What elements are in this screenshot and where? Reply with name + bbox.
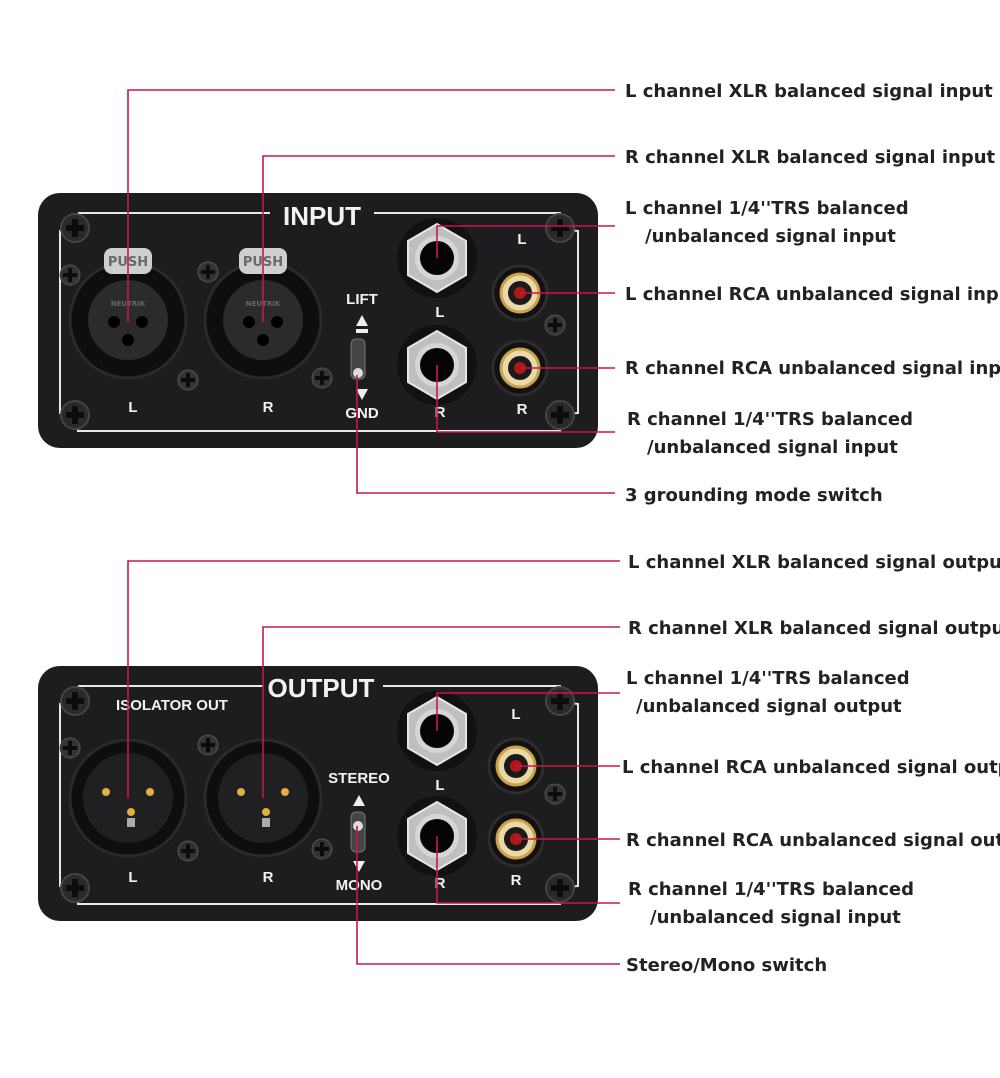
input-callout-lines xyxy=(127,89,615,494)
callout-label: Stereo/Mono switch xyxy=(626,955,827,976)
output-callout-lines xyxy=(127,560,620,965)
screw-icon xyxy=(60,213,90,243)
svg-text:R: R xyxy=(435,404,446,421)
svg-text:L: L xyxy=(511,706,520,723)
callout-label: R channel XLR balanced signal output xyxy=(628,618,1000,639)
callout-label: L channel XLR balanced signal input xyxy=(625,81,993,102)
input-panel: INPUT PUSH NEUTRIK PUSH NEUTRIK L R LIFT xyxy=(38,193,598,448)
screw-icon xyxy=(60,400,90,430)
callout-label: R channel RCA unbalanced signal input xyxy=(625,358,1000,379)
callout-label: 3 grounding mode switch xyxy=(625,485,883,506)
callout-label: L channel RCA unbalanced signal input xyxy=(625,284,1000,305)
svg-text:R: R xyxy=(511,872,522,889)
svg-text:R: R xyxy=(517,401,528,418)
stereo-mono-switch[interactable] xyxy=(350,811,366,853)
svg-text:L: L xyxy=(517,231,526,248)
input-callout-labels: L channel XLR balanced signal input R ch… xyxy=(625,81,1000,506)
svg-text:R: R xyxy=(263,399,274,416)
svg-text:L: L xyxy=(128,869,137,886)
svg-text:L: L xyxy=(435,304,444,321)
screw-icon xyxy=(545,213,575,243)
callout-label: /unbalanced signal input xyxy=(645,226,896,247)
panel-title: INPUT xyxy=(283,201,361,231)
svg-text:MONO: MONO xyxy=(336,877,383,894)
callout-label: /unbalanced signal input xyxy=(650,907,901,928)
svg-text:L: L xyxy=(128,399,137,416)
callout-label: R channel 1/4''TRS balanced xyxy=(627,409,913,430)
callout-label: R channel RCA unbalanced signal output xyxy=(626,830,1000,851)
svg-text:GND: GND xyxy=(345,405,379,422)
callout-label: L channel 1/4''TRS balanced xyxy=(625,198,909,219)
callout-label: R channel 1/4''TRS balanced xyxy=(628,879,914,900)
callout-label: R channel XLR balanced signal input xyxy=(625,147,996,168)
panel-subtitle: ISOLATOR OUT xyxy=(116,697,228,714)
output-panel: OUTPUT ISOLATOR OUT L R STEREO MONO L R xyxy=(38,666,598,921)
callout-label: L channel XLR balanced signal output xyxy=(628,552,1000,573)
ground-mode-switch[interactable] xyxy=(350,338,366,380)
svg-text:STEREO: STEREO xyxy=(328,770,390,787)
svg-text:L: L xyxy=(435,777,444,794)
callout-label: L channel 1/4''TRS balanced xyxy=(626,668,910,689)
callout-label: /unbalanced signal input xyxy=(647,437,898,458)
output-callout-labels: L channel XLR balanced signal output R c… xyxy=(622,552,1000,976)
callout-label: /unbalanced signal output xyxy=(636,696,902,717)
screw-icon xyxy=(545,400,575,430)
svg-text:LIFT: LIFT xyxy=(346,291,378,308)
callout-label: L channel RCA unbalanced signal output xyxy=(622,757,1000,778)
panel-title: OUTPUT xyxy=(268,673,375,703)
svg-text:R: R xyxy=(263,869,274,886)
svg-text:R: R xyxy=(435,875,446,892)
